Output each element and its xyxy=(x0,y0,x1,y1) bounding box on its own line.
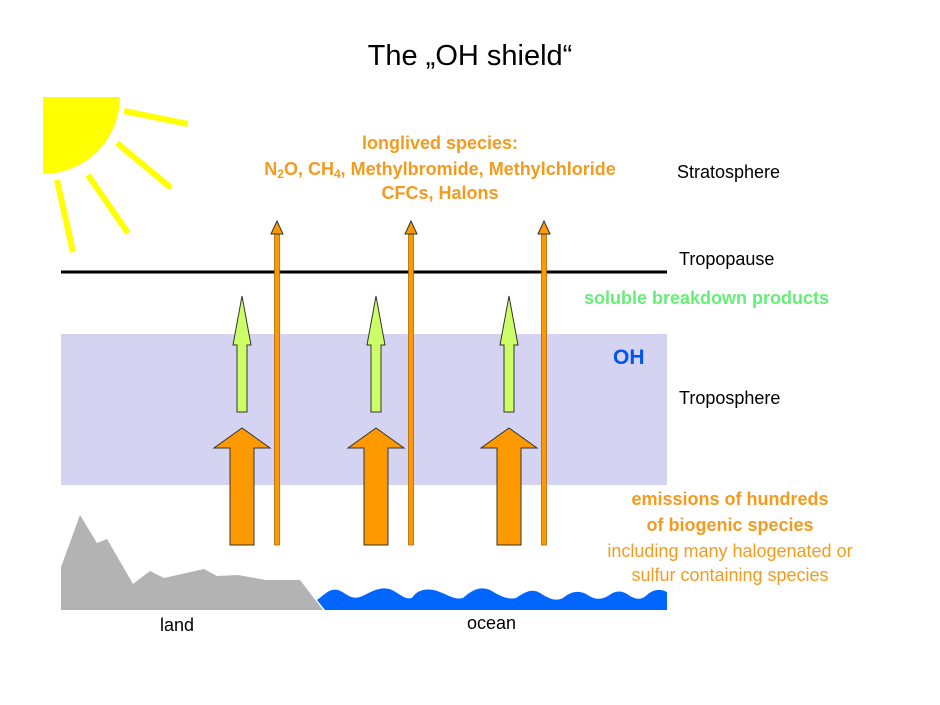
breakdown-arrow xyxy=(232,295,252,413)
land-shape xyxy=(61,515,323,610)
emission-arrow xyxy=(346,427,406,546)
emission-arrow xyxy=(479,427,539,546)
ocean-label: ocean xyxy=(467,613,517,633)
longlived-arrow-head xyxy=(404,219,418,235)
sun-ray xyxy=(115,140,173,191)
land-label: land xyxy=(160,615,195,635)
arrow-group xyxy=(212,219,551,546)
sun-ray xyxy=(123,108,189,127)
longlived-arrow-shaft xyxy=(541,231,547,546)
longlived-species-list-2: CFCs, Halons xyxy=(381,183,499,203)
sun-ray xyxy=(54,179,76,253)
longlived-species-list: N2O, CH4, Methylbromide, Methylchloride xyxy=(264,159,616,181)
longlived-arrow-head xyxy=(537,219,551,235)
breakdown-arrow xyxy=(366,295,386,413)
troposphere-label: Troposphere xyxy=(679,388,781,408)
sun-ray xyxy=(85,173,131,235)
longlived-heading: longlived species: xyxy=(361,133,519,153)
stratosphere-label: Stratosphere xyxy=(677,162,781,182)
ocean-shape xyxy=(317,588,667,610)
emissions-line-2: of biogenic species xyxy=(646,515,814,535)
emissions-line-4: sulfur containing species xyxy=(631,565,829,585)
diagram-title: The „OH shield“ xyxy=(367,40,573,72)
longlived-arrow-shaft xyxy=(408,231,414,546)
emissions-line-1: emissions of hundreds xyxy=(631,489,829,509)
emission-arrow xyxy=(212,427,272,546)
emissions-line-3: including many halogenated or xyxy=(607,541,853,561)
breakdown-arrow xyxy=(499,295,519,413)
longlived-arrow-shaft xyxy=(274,231,280,546)
tropopause-label: Tropopause xyxy=(679,249,775,269)
oh-label: OH xyxy=(613,346,645,369)
sun-icon xyxy=(43,97,189,253)
soluble-products-label: soluble breakdown products xyxy=(584,288,830,308)
sun-disc xyxy=(43,97,120,174)
longlived-arrow-head xyxy=(270,219,284,235)
